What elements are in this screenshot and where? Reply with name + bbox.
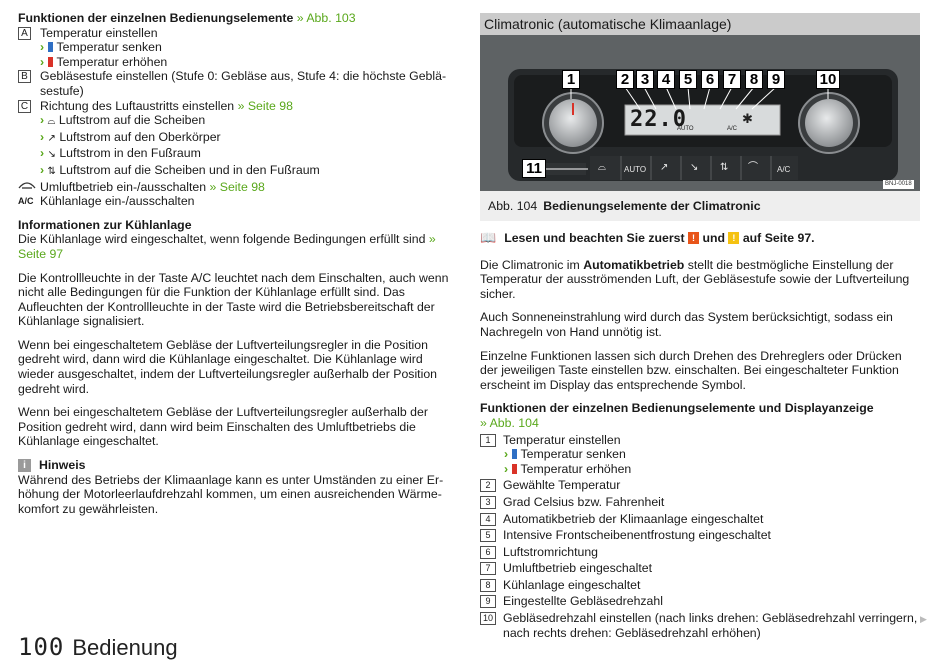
item-recirc: Umluftbetrieb ein-/ausschalten » Seite 9… bbox=[18, 180, 458, 195]
red-marker-icon bbox=[47, 56, 53, 67]
recirculation-icon bbox=[18, 180, 40, 194]
page-number: 100 bbox=[18, 633, 65, 661]
red-marker-icon bbox=[511, 463, 517, 474]
intro-paragraph-3: Einzelne Funktionen lassen sich durch Dr… bbox=[480, 348, 902, 392]
blue-marker-icon bbox=[47, 42, 53, 53]
item-c-sub3: › ↘ Luftstrom in den Fußraum bbox=[40, 146, 201, 161]
info-heading: Informationen zur Kühlanlage bbox=[18, 217, 192, 232]
key-b: B bbox=[18, 70, 31, 84]
callout-5: 5 bbox=[679, 70, 697, 89]
read-first-line: 📖 Lesen und beachten Sie zuerst ! und ! … bbox=[480, 230, 815, 245]
callout-11: 11 bbox=[522, 159, 546, 178]
button-recirc-icon[interactable]: ⌒ bbox=[748, 162, 758, 173]
next-page-arrow-icon[interactable]: ▶ bbox=[920, 614, 927, 624]
book-icon: 📖 bbox=[480, 230, 497, 245]
info-paragraph-4: Wenn bei eingeschaltetem Gebläse der Luf… bbox=[18, 405, 428, 449]
windshield-icon: ⌓ bbox=[47, 116, 56, 128]
ac-symbol: A/C bbox=[18, 196, 34, 207]
item-a-sub2: › Temperatur erhöhen bbox=[40, 54, 168, 69]
page-footer: 100 Bedienung bbox=[18, 633, 178, 661]
climatronic-figure: 22.0 AUTO A/C ✱ AUTO A/C ⌓ ↗ ↘ ⇅ ⌒ BNJ-0… bbox=[480, 35, 920, 191]
button-airflow-both-icon[interactable]: ⇅ bbox=[720, 162, 729, 173]
list-item-1-sub1: › Temperatur senken bbox=[504, 447, 626, 462]
right-column: Climatronic (automatische Klimaanlage) bbox=[480, 13, 920, 640]
display-ac-label: A/C bbox=[727, 126, 738, 132]
warning-icon: ! bbox=[688, 232, 700, 245]
info-icon: i bbox=[18, 458, 31, 472]
callout-6: 6 bbox=[701, 70, 719, 89]
footwell-airflow-icon: ↘ bbox=[47, 149, 56, 161]
item-a-sub1: › Temperatur senken bbox=[40, 40, 162, 55]
item-c-sub1: › ⌓ Luftstrom auf die Scheiben bbox=[40, 113, 206, 128]
info-paragraph-3: Wenn bei eingeschaltetem Gebläse der Luf… bbox=[18, 337, 438, 396]
display-temperature: 22.0 bbox=[630, 107, 687, 132]
info-paragraph-2: Die Kontrollleuchte in der Taste A/C leu… bbox=[18, 270, 449, 329]
section-title: Climatronic (automatische Klimaanlage) bbox=[480, 13, 920, 35]
button-ac[interactable]: A/C bbox=[777, 165, 791, 174]
image-code: BNJ-0018 bbox=[883, 180, 914, 189]
controls-heading: Funktionen der einzelnen Bedienungseleme… bbox=[18, 11, 356, 25]
left-column: Funktionen der einzelnen Bedienungseleme… bbox=[18, 11, 458, 525]
display-fan-icon: ✱ bbox=[742, 111, 753, 126]
button-airflow-upper-icon[interactable]: ↗ bbox=[660, 162, 669, 173]
display-auto-label: AUTO bbox=[677, 126, 694, 132]
key-c: C bbox=[18, 99, 31, 113]
page-link[interactable]: » Seite 98 bbox=[237, 98, 293, 113]
note-text: Während des Betriebs der Klimaanlage kan… bbox=[18, 472, 444, 516]
button-airflow-foot-icon[interactable]: ↘ bbox=[690, 162, 699, 173]
page-link[interactable]: » Seite 98 bbox=[209, 179, 265, 194]
intro-paragraph-2: Auch Sonneneinstrahlung wird durch das S… bbox=[480, 310, 893, 339]
callout-9: 9 bbox=[767, 70, 785, 89]
callout-8: 8 bbox=[745, 70, 763, 89]
callout-1: 1 bbox=[562, 70, 580, 89]
page-link[interactable]: » Seite 97 bbox=[18, 232, 436, 261]
list-heading: Funktionen der einzelnen Bedienungseleme… bbox=[480, 401, 874, 416]
figure-link[interactable]: » Abb. 103 bbox=[296, 11, 356, 25]
callout-7: 7 bbox=[723, 70, 741, 89]
callout-4: 4 bbox=[657, 70, 675, 89]
key-a: A bbox=[18, 26, 31, 40]
intro-paragraph-1: Die Climatronic im Automatikbetrieb stel… bbox=[480, 257, 910, 301]
list-item-1-sub2: › Temperatur erhöhen bbox=[504, 461, 632, 476]
item-c-sub4: › ⇅ Luftstrom auf die Scheiben und in de… bbox=[40, 162, 320, 177]
blue-marker-icon bbox=[511, 449, 517, 460]
button-auto[interactable]: AUTO bbox=[624, 165, 647, 174]
section-name: Bedienung bbox=[72, 635, 178, 660]
caution-icon: ! bbox=[728, 232, 740, 245]
windshield-footwell-icon: ⇅ bbox=[47, 165, 56, 177]
item-c-sub2: › ↗ Luftstrom auf den Oberkörper bbox=[40, 129, 221, 144]
callout-10: 10 bbox=[816, 70, 840, 89]
callout-2: 2 bbox=[616, 70, 634, 89]
figure-link[interactable]: » Abb. 104 bbox=[480, 415, 539, 430]
callout-3: 3 bbox=[636, 70, 654, 89]
button-defrost-icon[interactable]: ⌓ bbox=[598, 162, 606, 173]
upper-body-airflow-icon: ↗ bbox=[47, 132, 56, 144]
info-paragraph-1: Die Kühlanlage wird eingeschaltet, wenn … bbox=[18, 232, 436, 261]
